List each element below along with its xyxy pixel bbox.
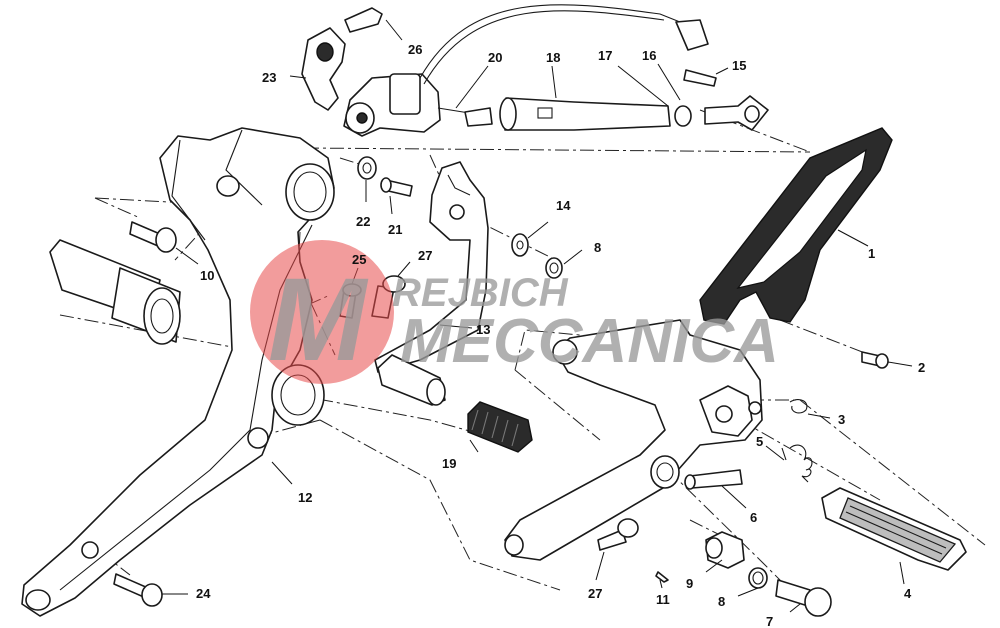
brake-peg-part — [377, 354, 446, 406]
callout-15: 15 — [732, 58, 746, 73]
footrest-hanger-part — [504, 319, 763, 561]
callout-2: 2 — [918, 360, 925, 375]
callout-4: 4 — [904, 586, 912, 601]
watermark-line1: REJBICH — [392, 271, 569, 315]
callout-1: 1 — [868, 246, 875, 261]
callout-24: 24 — [196, 586, 211, 601]
callout-20: 20 — [488, 50, 502, 65]
clip-3-part — [789, 399, 808, 414]
watermark-logo-letter: M — [268, 254, 369, 386]
rod-end-part — [674, 69, 769, 131]
callout-22: 22 — [356, 214, 370, 229]
callout-11: 11 — [656, 592, 670, 607]
bolt-10-part — [129, 221, 177, 253]
callout-10: 10 — [200, 268, 214, 283]
callout-8-upper: 8 — [594, 240, 601, 255]
callout-7: 7 — [766, 614, 773, 628]
callout-6: 6 — [750, 510, 757, 525]
callout-14: 14 — [556, 198, 571, 213]
bolt-27-lower-part — [597, 518, 639, 551]
bush-9-part — [705, 531, 745, 569]
callout-labels: 1 2 3 4 5 6 7 8 8 9 10 11 12 13 14 15 16… — [196, 42, 925, 628]
bolt-2-part — [861, 351, 889, 369]
master-cylinder-part — [301, 27, 493, 137]
callout-8-lower: 8 — [718, 594, 725, 609]
callout-26: 26 — [408, 42, 422, 57]
spring-5-part — [781, 444, 813, 483]
footpeg-part — [821, 487, 967, 571]
callout-5: 5 — [756, 434, 763, 449]
watermark-line2: MECCANICA — [400, 307, 779, 376]
pin-6-part — [684, 469, 743, 490]
bolt-24-part — [113, 573, 163, 607]
callout-13: 13 — [476, 322, 490, 337]
sensor-cable — [419, 4, 709, 85]
bracket-plate-part — [374, 161, 489, 373]
callout-27-lower: 27 — [588, 586, 602, 601]
callout-9: 9 — [686, 576, 693, 591]
heel-guard-part — [699, 127, 893, 325]
pushrod-part — [499, 97, 671, 131]
callout-3: 3 — [838, 412, 845, 427]
washer-14-part — [511, 233, 529, 257]
circlip-8-upper-part — [545, 257, 563, 279]
washer-22-part — [357, 156, 377, 180]
watermark-logo: M REJBICH MECCANICA — [250, 240, 779, 386]
callout-27-upper: 27 — [418, 248, 432, 263]
screw-21-part — [380, 177, 413, 197]
watermark-circle — [250, 240, 394, 384]
rubber-pad-part — [467, 401, 533, 453]
callout-16: 16 — [642, 48, 656, 63]
bolt-26-part — [344, 7, 383, 33]
frame-spacer-tube — [49, 239, 181, 345]
pin-11-part — [655, 571, 669, 583]
callout-17: 17 — [598, 48, 612, 63]
callout-18: 18 — [546, 50, 560, 65]
callout-12: 12 — [298, 490, 312, 505]
callout-23: 23 — [262, 70, 276, 85]
washer-8-lower-part — [748, 567, 768, 589]
callout-19: 19 — [442, 456, 456, 471]
callout-25: 25 — [352, 252, 366, 267]
bolt-7-part — [775, 579, 832, 617]
callout-21: 21 — [388, 222, 402, 237]
